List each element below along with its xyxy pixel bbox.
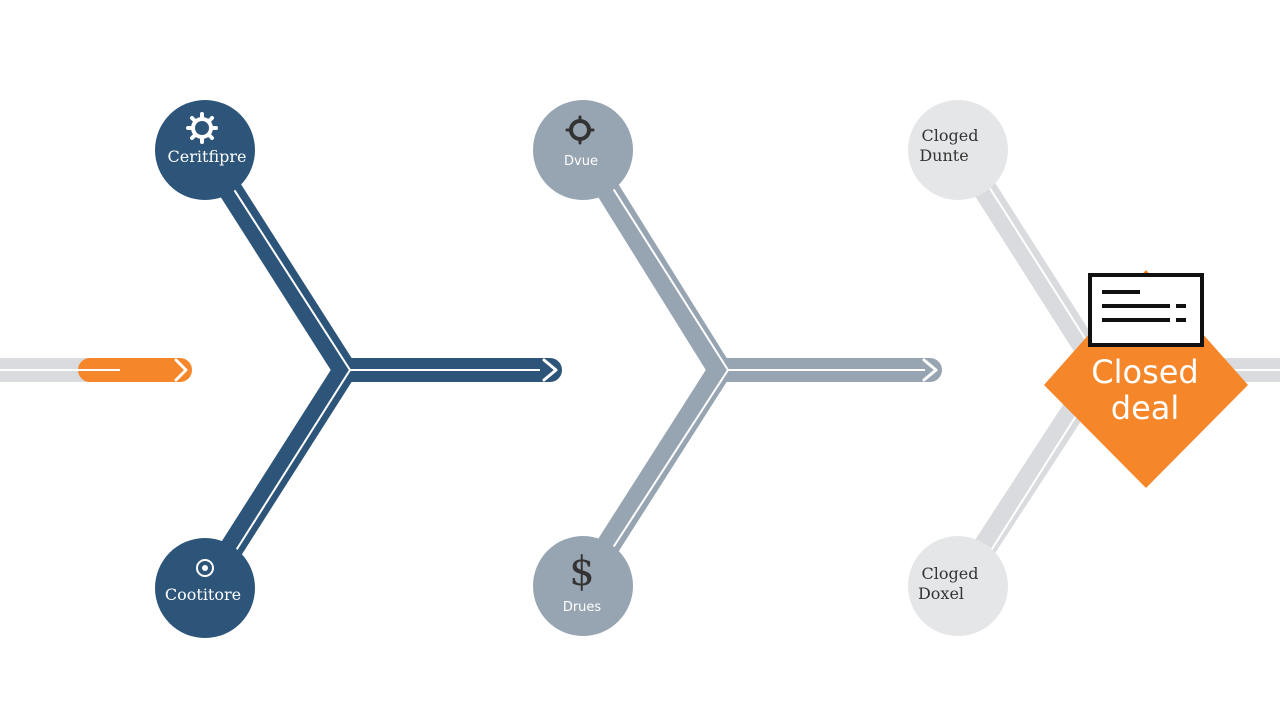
stage-3-bottom-label-line2: Doxel [918, 584, 964, 603]
stage-2-bottom-node: $ Drues [533, 536, 633, 636]
stage-2-arrowhead-icon [922, 358, 938, 382]
entry-arrowhead-icon [174, 358, 188, 382]
closed-deal-node: Closed deal [1044, 270, 1248, 488]
stage-2-junction [571, 138, 942, 597]
stage-1-bottom-label: Cootitore [165, 585, 241, 604]
stage-2-top-label: Dvue [564, 154, 598, 169]
stage-1-bottom-circle [155, 538, 255, 638]
closed-deal-diamond [1044, 270, 1248, 488]
stage-2-highlight [594, 159, 925, 561]
stage-3-top-circle [908, 100, 1008, 200]
closed-deal-label-line1: Closed [1091, 353, 1198, 391]
stage-2-top-circle [533, 100, 633, 200]
stage-3-top-node: Cloged Dunte [908, 100, 1008, 200]
stage-3-bottom-node: Cloged Doxel [908, 536, 1008, 636]
gear-icon [186, 112, 218, 144]
stage-2-top-node: Dvue [533, 100, 633, 200]
stage-3-top-label-line1: Cloged [922, 126, 979, 145]
stage-1-junction [193, 138, 562, 602]
dollar-icon: $ [569, 549, 594, 595]
stage-3-bottom-circle [908, 536, 1008, 636]
closed-deal-label-line2: deal [1111, 389, 1180, 427]
gear-icon [565, 115, 595, 145]
stage-3-bottom-label-line1: Cloged [922, 564, 979, 583]
stage-2-bottom-circle [533, 536, 633, 636]
stage-1-highlight [214, 159, 540, 561]
stage-1-arrowhead-icon [542, 358, 558, 382]
stage-1-top-label: Ceritfipre [168, 147, 247, 166]
stage-1-top-circle [155, 100, 255, 200]
stage-1-bottom-node: Cootitore [155, 538, 255, 638]
entry-arrow [0, 358, 192, 382]
stage-2-bottom-label: Drues [563, 600, 602, 615]
badge-icon [196, 559, 214, 577]
stage-1-top-node: Ceritfipre [155, 100, 255, 200]
stage-3-top-label-line2: Dunte [919, 146, 968, 165]
document-icon [1088, 273, 1204, 347]
